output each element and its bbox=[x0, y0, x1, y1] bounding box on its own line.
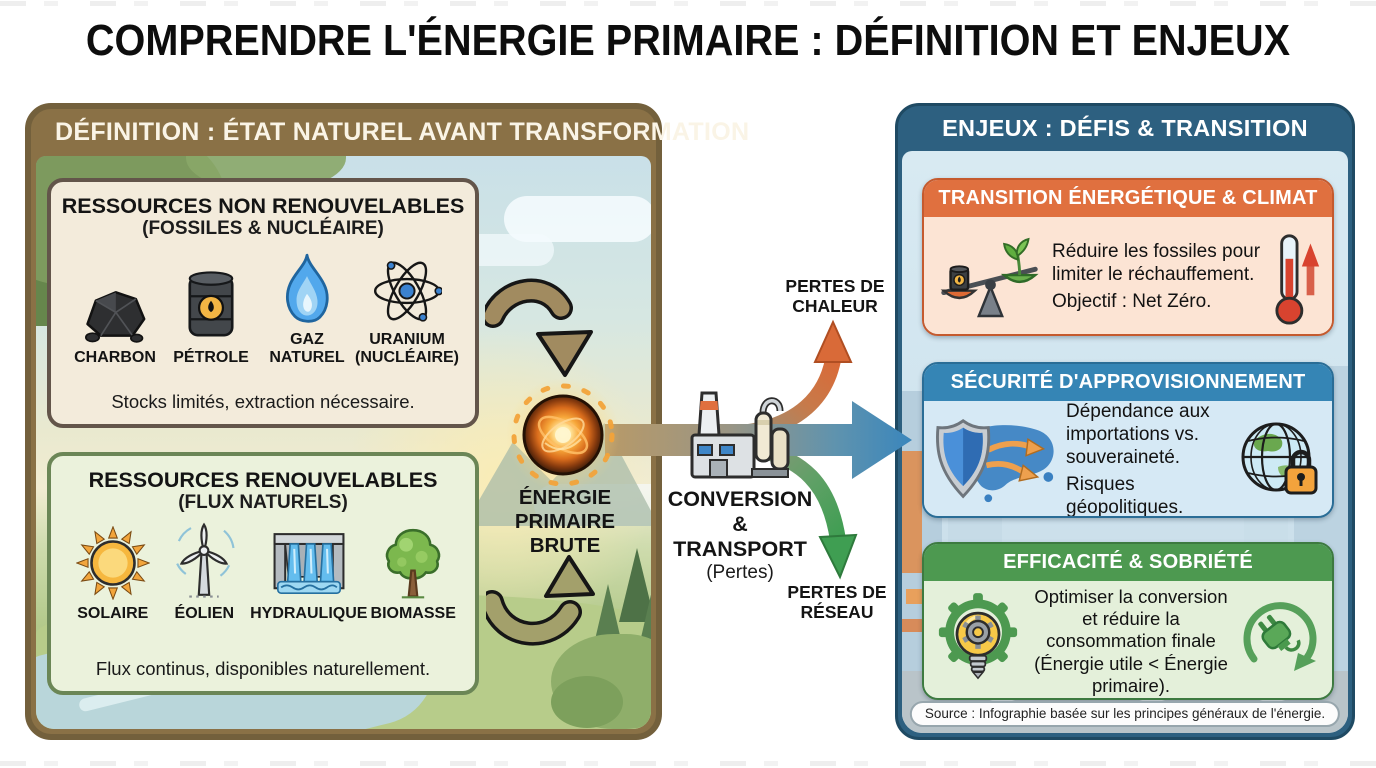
resource-item-hydraulique: HYDRAULIQUE bbox=[250, 522, 367, 623]
page-title: COMPRENDRE L'ÉNERGIE PRIMAIRE : DÉFINITI… bbox=[85, 16, 1291, 65]
thermometer-icon bbox=[1275, 233, 1320, 325]
resource-item-gaz: GAZ NATUREL bbox=[259, 248, 355, 366]
definition-panel-title: DÉFINITION : ÉTAT NATUREL AVANT TRANSFOR… bbox=[55, 118, 750, 146]
card-security-body: Dépendance aux importations vs. souverai… bbox=[924, 401, 1332, 516]
sun-icon bbox=[75, 522, 150, 601]
top-edge-artifact bbox=[0, 1, 1376, 6]
card-transition-body: Réduire les fossiles pour limiter le réc… bbox=[924, 217, 1332, 334]
resource-item-uranium: URANIUM (NUCLÉAIRE) bbox=[355, 248, 459, 366]
card-transition-header: TRANSITION ÉNERGÉTIQUE & CLIMAT bbox=[924, 180, 1332, 217]
globe-lock-icon bbox=[1241, 422, 1318, 494]
renewables-box: RESSOURCES RENOUVELABLES (FLUX NATURELS) bbox=[47, 452, 479, 695]
resource-label: GAZ NATUREL bbox=[269, 331, 345, 366]
resource-item-charbon: CHARBON bbox=[67, 266, 163, 367]
challenges-panel: ENJEUX : DÉFIS & TRANSITION TRANSITION É… bbox=[895, 103, 1355, 740]
energy-orb-icon bbox=[506, 378, 620, 492]
dam-icon bbox=[268, 522, 350, 600]
factory-icon bbox=[690, 391, 790, 479]
card-security-text: Dépendance aux importations vs. souverai… bbox=[1066, 396, 1232, 518]
card-text-line: Réduire les fossiles pour limiter le réc… bbox=[1052, 240, 1261, 285]
card-efficiency-text: Optimiser la conversion et réduire la co… bbox=[1028, 581, 1234, 698]
non-renewables-title: RESSOURCES NON RENOUVELABLES bbox=[61, 194, 465, 218]
source-note: Source : Infographie basée sur les princ… bbox=[909, 701, 1341, 727]
oil-barrel-icon bbox=[181, 266, 241, 344]
challenges-panel-title: ENJEUX : DÉFIS & TRANSITION bbox=[942, 115, 1308, 141]
shield-map-icon bbox=[936, 418, 1054, 502]
resource-label: PÉTROLE bbox=[173, 348, 249, 366]
bulb-gear-icon bbox=[938, 592, 1018, 679]
non-renewables-row: CHARBON PÉTROLE bbox=[51, 248, 475, 366]
renewables-subtitle: (FLUX NATURELS) bbox=[178, 492, 348, 514]
renewables-title: RESSOURCES RENOUVELABLES bbox=[88, 468, 438, 492]
plug-recycle-icon bbox=[1243, 601, 1317, 671]
non-renewables-subtitle: (FOSSILES & NUCLÉAIRE) bbox=[142, 218, 384, 240]
resource-item-solaire: SOLAIRE bbox=[67, 522, 159, 623]
resource-item-biomasse: BIOMASSE bbox=[367, 522, 459, 623]
conversion-title: CONVERSION & TRANSPORT bbox=[667, 487, 813, 561]
conversion-losses-label: (Pertes) bbox=[706, 561, 774, 583]
card-text-line: Dépendance aux importations vs. souverai… bbox=[1066, 401, 1210, 468]
resource-label: URANIUM (NUCLÉAIRE) bbox=[355, 331, 459, 366]
heat-loss-label: PERTES DE CHALEUR bbox=[785, 276, 885, 317]
challenge-card-efficiency: EFFICACITÉ & SOBRIÉTÉ bbox=[922, 542, 1334, 700]
resource-item-eolien: ÉOLIEN bbox=[159, 522, 251, 623]
card-transition-text: Réduire les fossiles pour limiter le réc… bbox=[1052, 236, 1268, 319]
grid-loss-label: PERTES DE RÉSEAU bbox=[787, 582, 887, 623]
resource-label: BIOMASSE bbox=[370, 605, 456, 623]
wind-turbine-icon bbox=[166, 522, 242, 600]
bottom-edge-artifact bbox=[0, 761, 1376, 766]
definition-panel-header: DÉFINITION : ÉTAT NATUREL AVANT TRANSFOR… bbox=[31, 109, 749, 156]
renewables-note: Flux continus, disponibles naturellement… bbox=[95, 658, 431, 679]
resource-label: SOLAIRE bbox=[77, 605, 149, 623]
challenge-card-security: SÉCURITÉ D'APPROVISIONNEMENT bbox=[922, 362, 1334, 518]
resource-label: HYDRAULIQUE bbox=[250, 605, 368, 623]
card-text-line: Objectif : Net Zéro. bbox=[1052, 291, 1212, 313]
renewables-row: SOLAIRE bbox=[51, 522, 475, 623]
tree-icon bbox=[376, 522, 450, 600]
card-security-header: SÉCURITÉ D'APPROVISIONNEMENT bbox=[924, 364, 1332, 401]
challenges-panel-header: ENJEUX : DÉFIS & TRANSITION bbox=[898, 106, 1352, 151]
card-text-line: Optimiser la conversion et réduire la co… bbox=[1034, 586, 1228, 696]
atom-icon bbox=[372, 248, 442, 326]
card-efficiency-header: EFFICACITÉ & SOBRIÉTÉ bbox=[924, 544, 1332, 581]
city-crane bbox=[902, 451, 922, 573]
non-renewables-note: Stocks limités, extraction nécessaire. bbox=[111, 391, 415, 412]
card-text-line: Risques géopolitiques. bbox=[1066, 474, 1184, 518]
input-arrow-up-icon bbox=[486, 555, 595, 646]
gas-flame-icon bbox=[278, 248, 336, 326]
conversion-label: CONVERSION & TRANSPORT (Pertes) bbox=[664, 487, 816, 584]
non-renewables-box: RESSOURCES NON RENOUVELABLES (FOSSILES &… bbox=[47, 178, 479, 428]
challenges-panel-body: TRANSITION ÉNERGÉTIQUE & CLIMAT bbox=[902, 151, 1348, 733]
challenge-card-transition: TRANSITION ÉNERGÉTIQUE & CLIMAT bbox=[922, 178, 1334, 336]
balance-scale-icon bbox=[940, 237, 1039, 317]
input-arrow-down-icon bbox=[485, 278, 593, 377]
scenery-bush bbox=[551, 676, 623, 728]
resource-label: ÉOLIEN bbox=[174, 605, 235, 623]
resource-label: CHARBON bbox=[74, 348, 156, 366]
coal-icon bbox=[79, 266, 151, 344]
primary-energy-label: ÉNERGIE PRIMAIRE BRUTE bbox=[514, 486, 616, 557]
resource-item-petrole: PÉTROLE bbox=[163, 266, 259, 367]
card-efficiency-body: Optimiser la conversion et réduire la co… bbox=[924, 581, 1332, 698]
